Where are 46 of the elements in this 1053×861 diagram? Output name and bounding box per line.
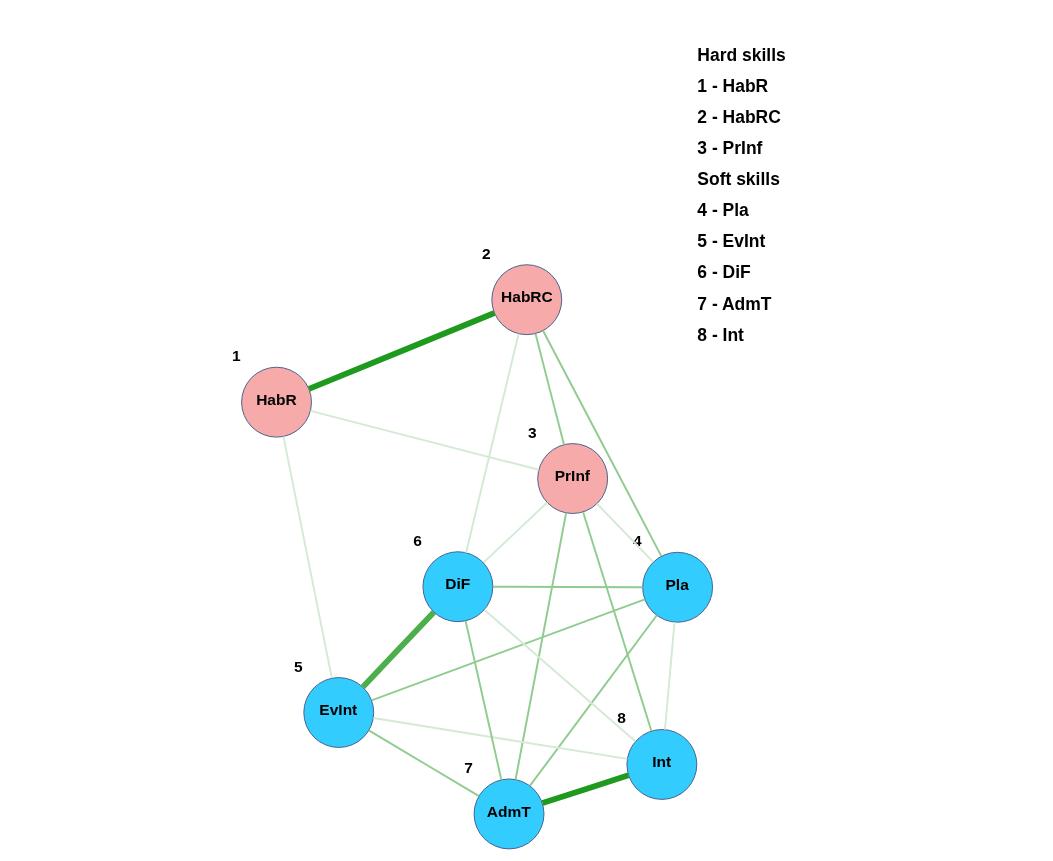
- connector: [542, 329, 663, 557]
- connector: [307, 310, 496, 392]
- connector: [596, 502, 654, 563]
- label: 1 - HabR: [697, 76, 769, 97]
- connector: [492, 585, 644, 589]
- connector: [582, 511, 653, 732]
- connector: [482, 501, 549, 564]
- node-circle: EvInt: [303, 677, 375, 748]
- connector: [367, 729, 480, 797]
- label: 4 - Pla: [697, 200, 749, 221]
- node-circle: DiF: [422, 551, 494, 623]
- node-label: 8: [617, 709, 626, 727]
- label: 8 - Int: [697, 324, 744, 345]
- node-circle: AdmT: [473, 778, 545, 850]
- node-circle: PrInf: [537, 443, 609, 514]
- node-label: 6: [413, 531, 422, 549]
- connector: [309, 409, 540, 471]
- node-circle: HabR: [241, 366, 312, 438]
- node-label: 7: [464, 758, 474, 776]
- label: Soft skills: [697, 169, 780, 190]
- label: 3 - PrInf: [697, 138, 763, 159]
- label: 7 - AdmT: [697, 293, 772, 314]
- connector: [541, 772, 630, 806]
- connector: [464, 619, 503, 781]
- connector: [282, 435, 333, 679]
- connector: [529, 614, 658, 787]
- connector: [664, 621, 676, 731]
- connector: [370, 598, 646, 702]
- connector: [483, 609, 637, 743]
- connector: [514, 512, 568, 781]
- node-label: 3: [528, 423, 537, 441]
- node-circle: HabRC: [491, 264, 563, 336]
- connector: [360, 610, 436, 690]
- label: 2 - HabRC: [697, 107, 781, 128]
- node-circle: Int: [626, 729, 698, 800]
- node-label: 1: [231, 347, 241, 365]
- node-circle: Pla: [642, 551, 714, 623]
- connector: [465, 332, 520, 554]
- label: Hard skills: [697, 45, 786, 66]
- node-label: 5: [294, 657, 303, 675]
- connector: [534, 332, 565, 446]
- node-label: 2: [482, 244, 491, 262]
- label: 5 - EvInt: [697, 231, 766, 252]
- label: 6 - DiF: [697, 262, 751, 283]
- connector: [372, 717, 629, 760]
- node-label: 4: [632, 532, 642, 550]
